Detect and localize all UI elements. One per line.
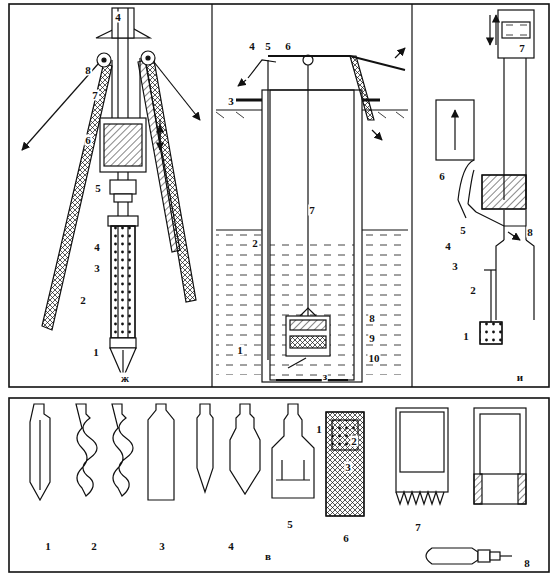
callout-number: 2 [469, 285, 477, 296]
casing-well [216, 48, 408, 382]
callout-number: 1 [462, 331, 470, 342]
callout-number: 3 [344, 462, 352, 473]
callout-number: 5 [286, 519, 294, 530]
callout-number: 10 [368, 353, 381, 364]
callout-number: 2 [90, 541, 98, 552]
callout-number: 7 [308, 205, 316, 216]
callout-number: 5 [264, 41, 272, 52]
callout-number: 3 [227, 96, 235, 107]
callout-number: 5 [94, 183, 102, 194]
callout-number: 7 [414, 522, 422, 533]
callout-number: 1 [236, 345, 244, 356]
callout-number: ж [120, 373, 130, 384]
callout-number: 6 [84, 135, 92, 146]
airlift-pump [436, 10, 534, 344]
drilling-tools [30, 404, 526, 564]
callout-number: 5 [459, 225, 467, 236]
callout-number: 2 [350, 436, 358, 447]
callout-number: 3 [158, 541, 166, 552]
callout-number: 1 [315, 424, 323, 435]
callout-number: 4 [248, 41, 256, 52]
callout-number: 7 [518, 43, 526, 54]
callout-number: 6 [342, 533, 350, 544]
callout-number: з [322, 371, 328, 382]
callout-number: 8 [368, 313, 376, 324]
callout-number: 2 [251, 238, 259, 249]
callout-number: 6 [284, 41, 292, 52]
callout-number: 8 [84, 65, 92, 76]
callout-number: 8 [526, 227, 534, 238]
tripod-rig [22, 8, 200, 378]
callout-number: 4 [227, 541, 235, 552]
callout-number: 3 [93, 263, 101, 274]
callout-number: 1 [92, 347, 100, 358]
callout-number: 7 [91, 90, 99, 101]
callout-number: и [516, 372, 524, 383]
callout-number: 2 [79, 295, 87, 306]
callout-number: в [264, 551, 272, 562]
callout-number: 4 [114, 12, 122, 23]
callout-number: 4 [444, 241, 452, 252]
callout-number: 1 [44, 541, 52, 552]
callout-number: 4 [93, 242, 101, 253]
panel-frame [9, 4, 549, 387]
callout-number: 9 [368, 333, 376, 344]
callout-number: 8 [523, 558, 531, 569]
panel-frame [9, 398, 549, 572]
callout-number: 6 [438, 171, 446, 182]
callout-number: 3 [451, 261, 459, 272]
